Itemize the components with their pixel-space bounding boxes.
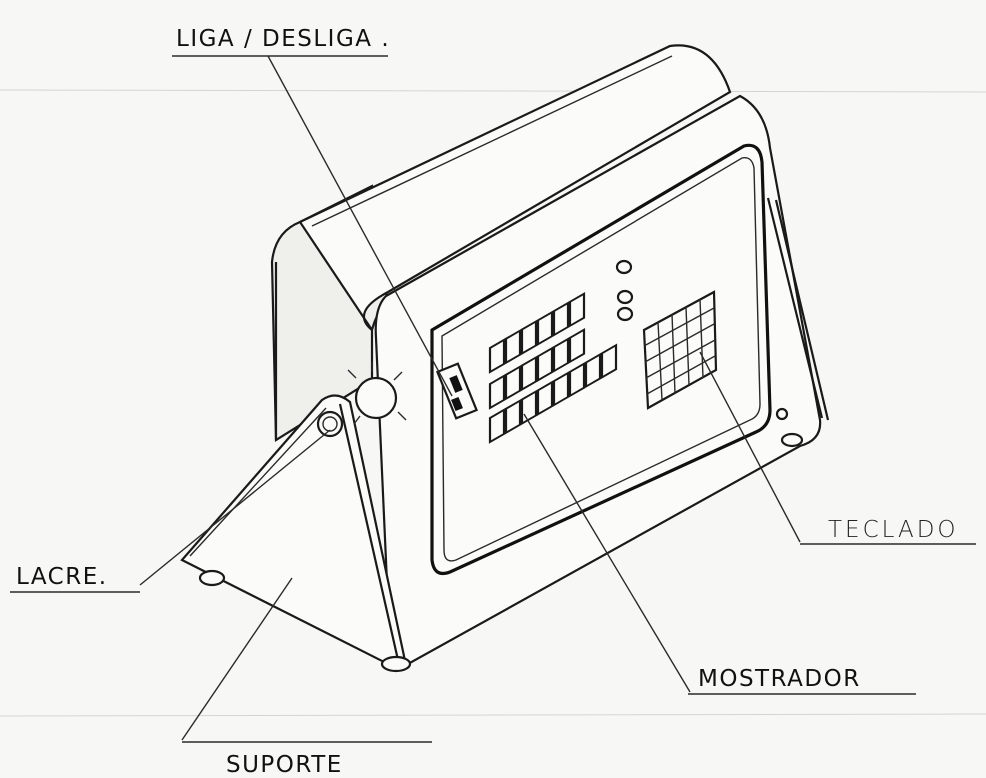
label-keypad: TECLADO [828,517,959,543]
label-display: MOSTRADOR [698,666,861,692]
front-bezel [430,143,772,576]
leader-support [181,577,293,741]
display-row-1 [488,291,586,374]
toggle-switch-icon [449,375,463,393]
label-seal: LACRE. [16,564,108,590]
display-panel [488,291,618,444]
leader-seal [139,429,331,586]
feet [198,432,804,673]
power-switch[interactable] [436,362,478,420]
indicator-lights [615,259,634,322]
label-power-switch: LIGA / DESLIGA . [176,26,390,52]
label-support: SUPORTE [226,752,343,778]
leader-keypad [699,351,801,543]
seal-icon [347,362,407,425]
display-row-2 [488,327,586,410]
display-row-3 [488,343,618,444]
support-bracket [180,197,830,670]
screw [775,407,789,421]
keypad[interactable] [642,290,718,410]
leader-power [267,55,453,397]
scan-noise [0,89,986,717]
leader-display [523,413,691,693]
label-underlines [10,55,976,743]
leader-lines [139,55,801,741]
seal-knob [316,410,344,438]
